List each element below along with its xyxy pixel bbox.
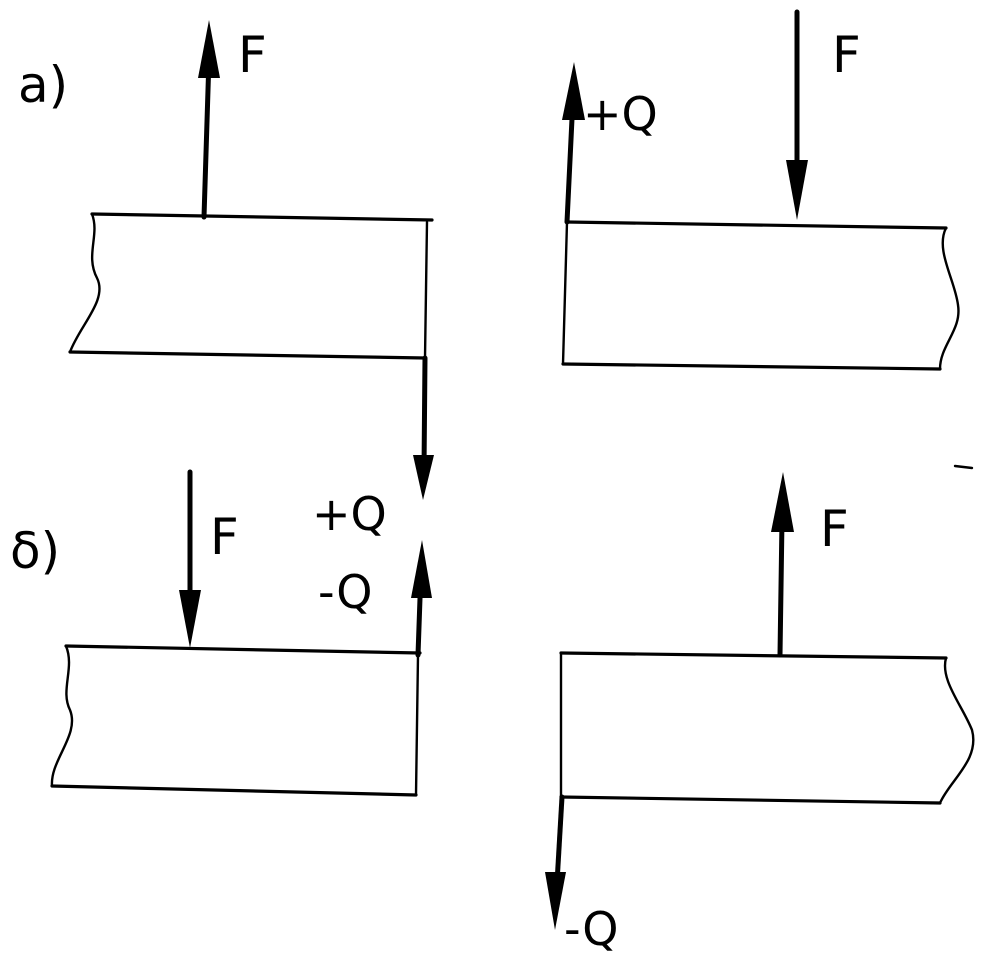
force-label-right: F [832,26,861,84]
panel-a-right-beam [561,220,960,371]
panel-b: δ) F +Q -Q [10,469,975,956]
shear-arrow-up [562,62,585,225]
shear-label-minus: -Q [318,565,373,619]
break-line [938,656,975,805]
panel-b-label: δ) [10,522,60,580]
force-arrow-up [198,20,220,220]
shear-label-plus: +Q [583,87,658,141]
shear-arrow-down [413,355,434,500]
shear-arrow-up [411,540,432,658]
panel-a-left-beam [68,212,434,360]
shear-label-plus: +Q [312,487,387,541]
stray-mark [953,464,974,470]
break-line [68,212,101,354]
panel-a: а) F +Q F [18,9,960,500]
force-arrow-up [771,472,794,658]
shear-arrow-down [545,794,566,930]
force-label: F [210,508,239,566]
force-label-right: F [820,500,849,558]
panel-a-label: а) [18,56,68,114]
force-arrow-down [786,9,808,220]
force-label: F [238,26,267,84]
panel-b-right-beam [559,651,975,805]
break-line [938,226,960,371]
panel-b-left-beam [50,644,422,797]
break-line [50,644,74,788]
shear-label-minus-right: -Q [564,902,619,956]
force-arrow-down [179,469,201,648]
